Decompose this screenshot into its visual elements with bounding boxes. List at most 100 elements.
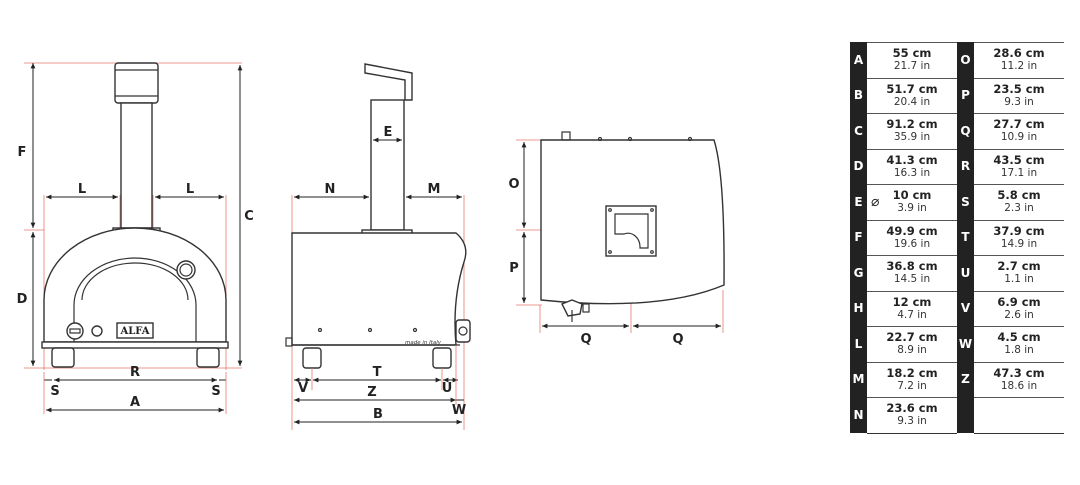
front-view: ALFA F D C L L R S S A xyxy=(17,62,254,414)
dim-label-P: P xyxy=(509,261,519,276)
table-value-cm: 23.6 cm xyxy=(886,401,938,416)
table-value-cm: 36.8 cm xyxy=(886,259,938,274)
dim-label-U: U xyxy=(442,381,453,396)
front-oven-body xyxy=(43,227,227,343)
dim-label-L-right: L xyxy=(186,182,194,197)
table-row-letter: B xyxy=(853,88,864,103)
table-value-cm: 51.7 cm xyxy=(886,81,938,96)
made-in-italy-label: made in Italy xyxy=(405,340,442,346)
dim-label-M: M xyxy=(428,182,441,197)
table-value-cm: 41.3 cm xyxy=(886,152,938,167)
dim-label-Q-left: Q xyxy=(580,332,591,347)
dim-label-L-left: L xyxy=(78,182,86,197)
table-row-letter: P xyxy=(961,88,970,103)
brand-label: ALFA xyxy=(119,326,149,337)
table-row-letter: C xyxy=(854,123,863,138)
table-row-letter: Z xyxy=(961,372,970,387)
side-chimney-cap xyxy=(364,63,413,101)
back-view: O P Q Q xyxy=(508,131,725,347)
dim-label-S-left: S xyxy=(50,384,59,399)
table-value-cm: 47.3 cm xyxy=(993,365,1045,380)
table-value-cm: 43.5 cm xyxy=(993,152,1045,167)
table-row-letter: A xyxy=(853,52,864,67)
table-value-in: 16.3 in xyxy=(893,166,931,179)
brand-badge xyxy=(116,322,154,339)
table-value-cm: 22.7 cm xyxy=(886,330,938,345)
table-row-letter: O xyxy=(960,52,971,67)
gas-knob-icon xyxy=(66,322,84,340)
dim-label-S-right: S xyxy=(211,384,220,399)
gas-inlet-icon xyxy=(561,299,583,317)
side-knob-icon xyxy=(455,319,471,343)
table-row-letter: V xyxy=(960,301,971,316)
dim-label-F: F xyxy=(18,145,27,160)
dim-label-T: T xyxy=(373,365,382,380)
front-foot-left xyxy=(51,347,75,368)
front-chimney-cap xyxy=(114,62,159,104)
table-row-letter: R xyxy=(960,159,971,174)
table-row-letter: Q xyxy=(960,123,971,138)
dim-label-B: B xyxy=(373,407,383,422)
table-row-letter: T xyxy=(961,230,970,245)
table-row-letter: L xyxy=(854,336,863,351)
table-value-in: 11.2 in xyxy=(1000,60,1038,73)
table-row xyxy=(974,397,1064,433)
table-row-letter: F xyxy=(854,230,863,245)
table-value-cm: 37.9 cm xyxy=(993,223,1045,238)
table-value-cm: 6.9 cm xyxy=(997,294,1041,309)
table-value-cm: 10 cm xyxy=(892,188,932,203)
table-value-in: 18.6 in xyxy=(1000,379,1038,392)
dim-label-A: A xyxy=(130,395,140,410)
table-row-letter: U xyxy=(960,265,971,280)
table-value-cm: 23.5 cm xyxy=(993,81,1045,96)
side-chimney-pipe xyxy=(370,99,405,231)
table-value-in: 2.3 in xyxy=(1004,202,1034,215)
dim-label-E: E xyxy=(384,125,393,140)
table-value-cm: 2.7 cm xyxy=(997,259,1041,274)
table-row-letter: S xyxy=(961,194,970,209)
table-value-in: 17.1 in xyxy=(1000,166,1038,179)
dim-label-Q-right: Q xyxy=(672,332,683,347)
front-foot-right xyxy=(196,347,220,368)
table-value-cm: 91.2 cm xyxy=(886,117,938,132)
table-value-in: 2.6 in xyxy=(1004,308,1034,321)
table-value-in: 9.3 in xyxy=(1004,95,1034,108)
table-value-in: 3.9 in xyxy=(897,202,927,215)
table-value-cm: 12 cm xyxy=(892,294,932,309)
table-row-letter: G xyxy=(853,265,864,280)
table-value-in: 7.2 in xyxy=(897,379,927,392)
table-row-letter: N xyxy=(853,407,864,422)
side-foot-right xyxy=(432,347,452,369)
table-value-cm: 49.9 cm xyxy=(886,223,938,238)
table-value-in: 1.8 in xyxy=(1004,344,1034,357)
table-value-in: 14.9 in xyxy=(1000,237,1038,250)
table-value-cm: 5.8 cm xyxy=(997,188,1041,203)
table-row-letter: E xyxy=(854,194,863,209)
table-value-cm: 27.7 cm xyxy=(993,117,1045,132)
diameter-icon: ⌀ xyxy=(871,194,880,210)
side-oven-body xyxy=(291,232,467,346)
table-value-in: 20.4 in xyxy=(893,95,931,108)
